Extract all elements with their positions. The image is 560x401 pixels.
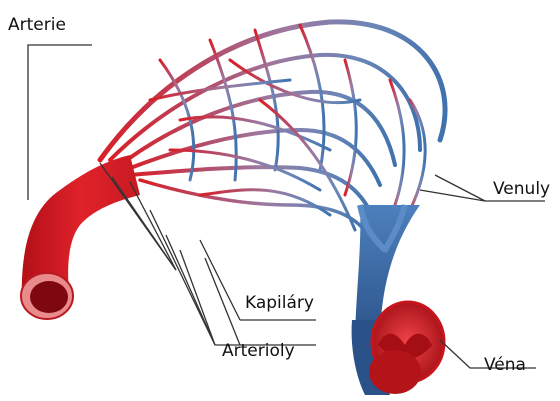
label-artery: Arterie [8, 15, 66, 35]
label-vein: Véna [484, 355, 526, 375]
vein-opening [369, 302, 444, 394]
capillary-network [100, 22, 445, 235]
artery-vessel [21, 155, 140, 319]
label-venules: Venuly [493, 179, 550, 199]
label-capillaries: Kapiláry [245, 293, 314, 313]
label-arterioles: Arterioly [222, 341, 295, 361]
